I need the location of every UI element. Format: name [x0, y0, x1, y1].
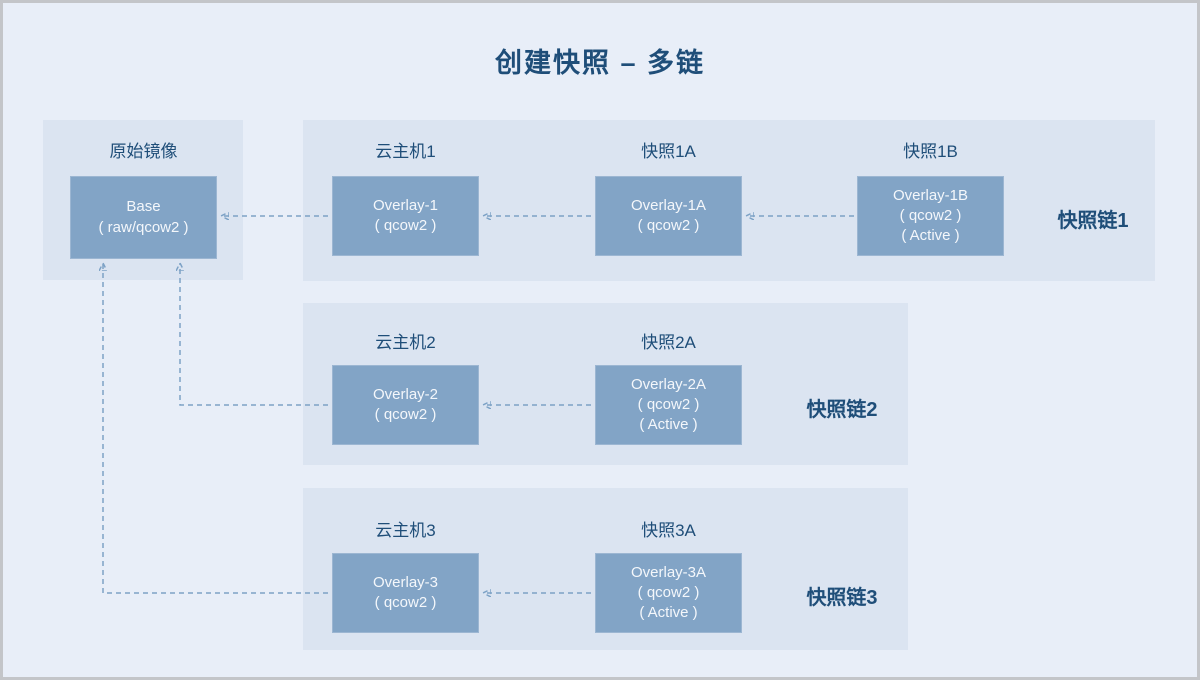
node-line: ( raw/qcow2 )	[98, 218, 189, 236]
overlay-1a-node: Overlay-1A ( qcow2 )	[595, 176, 742, 256]
node-line: ( Active )	[639, 604, 698, 622]
overlay-1-node: Overlay-1 ( qcow2 )	[332, 176, 479, 256]
node-line: ( qcow2 )	[899, 206, 962, 224]
chain2-host-header: 云主机2	[375, 333, 436, 352]
chain1-snapshot1a-header: 快照1A	[641, 142, 696, 161]
node-line: ( qcow2 )	[637, 583, 700, 601]
chain2-snapshot2a-header: 快照2A	[641, 333, 696, 352]
chain1-label: 快照链1	[1057, 210, 1129, 232]
node-line: Overlay-3	[372, 573, 439, 591]
chain1-snapshot1b-header: 快照1B	[903, 142, 958, 161]
node-line: Overlay-2A	[630, 375, 707, 393]
chain1-host-header: 云主机1	[375, 142, 436, 161]
base-panel-header: 原始镜像	[109, 142, 178, 161]
base-image-node: Base ( raw/qcow2 )	[70, 176, 217, 259]
node-line: ( qcow2 )	[374, 217, 437, 234]
overlay-1b-node: Overlay-1B ( qcow2 ) ( Active )	[857, 176, 1004, 256]
node-line: Overlay-1A	[630, 196, 707, 214]
node-line: Overlay-1B	[892, 186, 969, 204]
chain3-snapshot3a-header: 快照3A	[641, 521, 696, 540]
node-line: Base	[126, 198, 161, 216]
node-line: Overlay-2	[372, 385, 439, 403]
node-line: ( qcow2 )	[637, 395, 700, 413]
node-line: ( Active )	[901, 227, 960, 245]
chain3-label: 快照链3	[806, 587, 878, 609]
overlay-3-node: Overlay-3 ( qcow2 )	[332, 553, 479, 633]
overlay-3a-node: Overlay-3A ( qcow2 ) ( Active )	[595, 553, 742, 633]
chain3-host-header: 云主机3	[375, 521, 436, 540]
overlay-2-node: Overlay-2 ( qcow2 )	[332, 365, 479, 445]
node-line: ( Active )	[639, 416, 698, 434]
arrow-overlay3-to-base	[103, 263, 328, 594]
node-line: Overlay-1	[372, 196, 439, 214]
diagram-title: 创建快照 – 多链	[494, 48, 706, 78]
node-line: ( qcow2 )	[374, 594, 437, 611]
node-line: ( qcow2 )	[637, 217, 700, 234]
node-line: Overlay-3A	[630, 563, 707, 581]
chain2-label: 快照链2	[806, 399, 878, 421]
node-line: ( qcow2 )	[374, 406, 437, 423]
overlay-2a-node: Overlay-2A ( qcow2 ) ( Active )	[595, 365, 742, 445]
